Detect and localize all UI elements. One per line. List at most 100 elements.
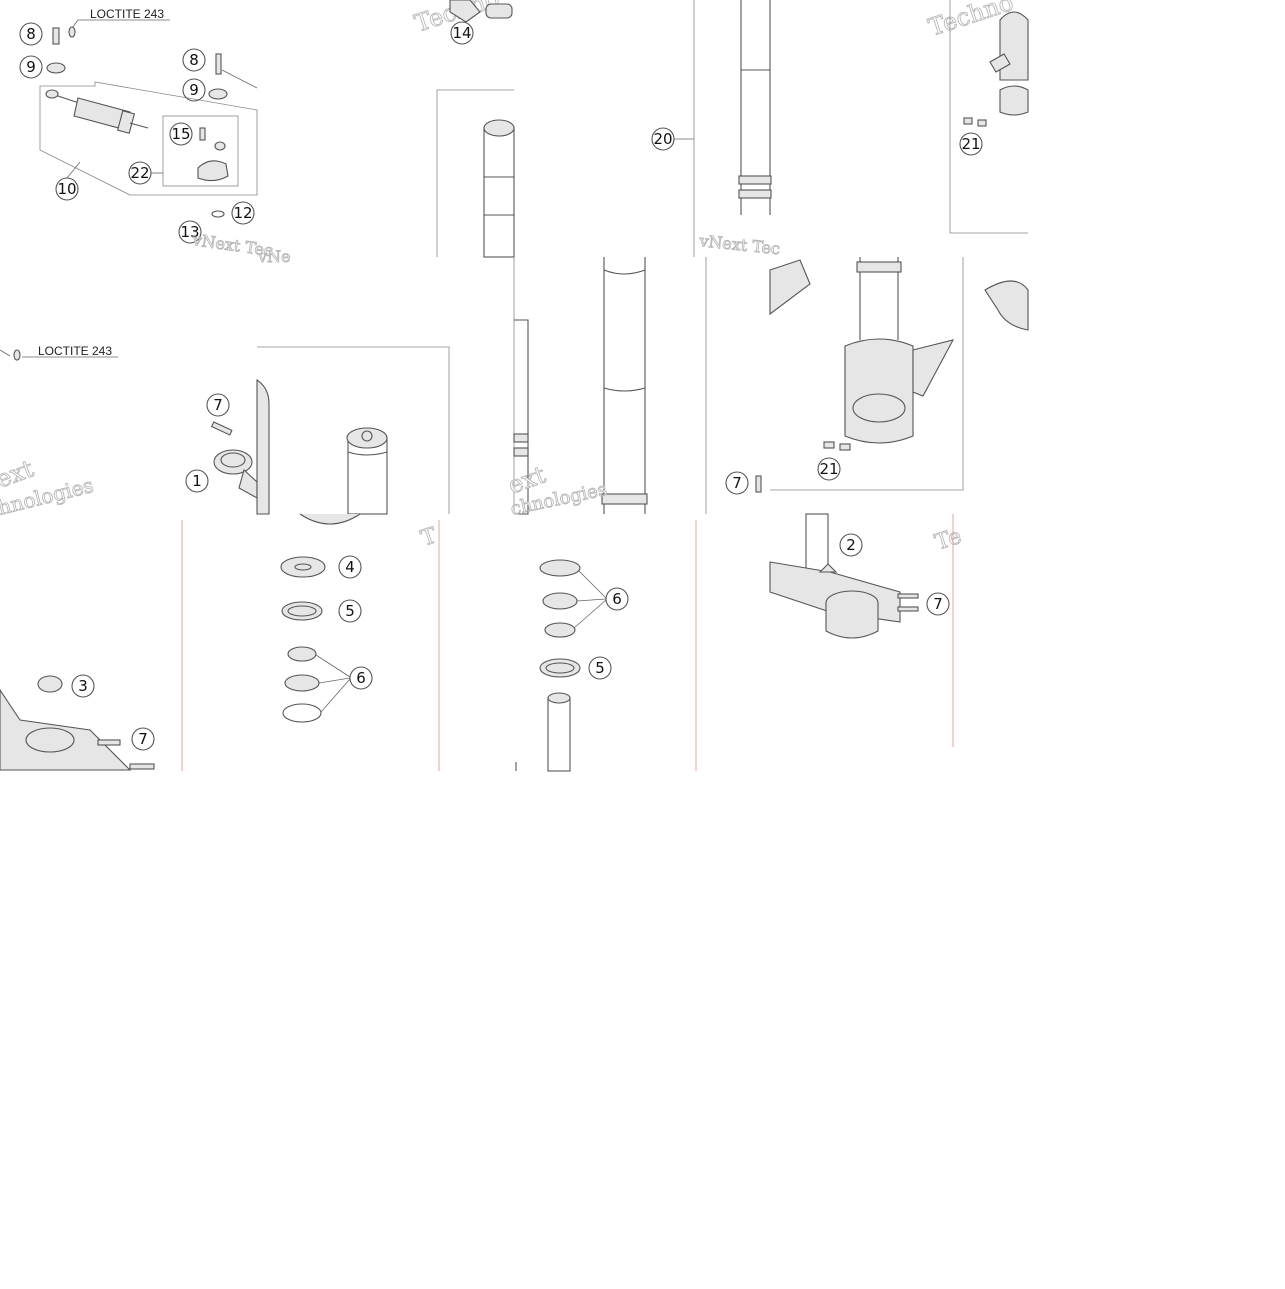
screw-15 bbox=[199, 127, 206, 141]
callout-6: 6 bbox=[349, 666, 373, 690]
screw-21d bbox=[839, 443, 851, 451]
fork-cap-e-nut bbox=[361, 430, 373, 442]
callout-4-circle bbox=[338, 555, 362, 579]
callout-1-text: 1 bbox=[192, 472, 202, 490]
screw-21a bbox=[963, 117, 973, 125]
callout-9b-circle bbox=[182, 78, 206, 102]
screw-21c bbox=[823, 441, 835, 449]
fork-seal-f2 bbox=[513, 447, 529, 457]
callout-13: 13 bbox=[178, 220, 202, 244]
callout-6b-leader-b bbox=[576, 598, 607, 602]
callout-21: 21 bbox=[959, 132, 983, 156]
tile-fork-foot-21: 21 7 bbox=[705, 257, 1029, 514]
callout-14-circle bbox=[450, 21, 474, 45]
callout-5b-text: 5 bbox=[595, 659, 605, 677]
fork-band-g0 bbox=[603, 269, 646, 275]
callout-7b-circle bbox=[725, 471, 749, 495]
callout-4-text: 4 bbox=[345, 558, 355, 576]
clamp-2-collar bbox=[825, 603, 879, 639]
callout-13-text: 13 bbox=[180, 223, 199, 241]
tile-fork-tubes: ext chnologies bbox=[504, 257, 648, 520]
callout-4: 4 bbox=[338, 555, 362, 579]
fork-axle-h bbox=[852, 393, 906, 423]
callout-6-circle bbox=[349, 666, 373, 690]
callout-9b: 9 bbox=[182, 78, 206, 102]
callout-15: 15 bbox=[169, 122, 193, 146]
bearing-6a bbox=[287, 646, 317, 662]
washer-4 bbox=[280, 556, 326, 578]
callout-21b: 21 bbox=[817, 457, 841, 481]
callout-15-text: 15 bbox=[171, 125, 190, 143]
tile-bearings-4-5-6: 4 5 6 T bbox=[280, 513, 441, 771]
callout-7a-text: 7 bbox=[213, 396, 223, 414]
callout-7d-circle bbox=[926, 592, 950, 616]
bearing-6e bbox=[542, 592, 578, 610]
callout-6-text: 6 bbox=[356, 669, 366, 687]
callout-8: 8 bbox=[19, 22, 43, 46]
callout-21-circle bbox=[959, 132, 983, 156]
callout-22-text: 22 bbox=[130, 164, 149, 182]
callout-6b-circle bbox=[605, 587, 629, 611]
lower-clamp-bore bbox=[25, 727, 75, 753]
damper-frame bbox=[39, 81, 258, 196]
fork-frame-b bbox=[436, 89, 514, 257]
lower-clamp-body bbox=[0, 689, 132, 771]
bracket-14 bbox=[449, 0, 481, 23]
callout-7a-circle bbox=[206, 393, 230, 417]
seal-5 bbox=[281, 601, 323, 621]
tile-bearings-steering-stem: 6 5 bbox=[515, 520, 697, 772]
fork-cap-edge bbox=[256, 378, 270, 515]
tile-fork-leg-20: 20 vNext Tec bbox=[651, 0, 782, 259]
callout-8b: 8 bbox=[182, 48, 206, 72]
washer-4-hole bbox=[294, 563, 312, 571]
callout-21b-circle bbox=[817, 457, 841, 481]
tile-fork-bottom-21: Techno 21 bbox=[925, 0, 1029, 234]
fork-cap-e-seat bbox=[347, 451, 388, 456]
bolt-7c bbox=[97, 739, 121, 746]
bracket-14-foot bbox=[485, 3, 513, 19]
callout-20: 20 bbox=[651, 127, 675, 151]
tile-lower-left: LOCTITE 243 ext hnologies 7 1 bbox=[0, 344, 258, 520]
seal-5b-inner bbox=[545, 662, 575, 674]
fork-seal-f1 bbox=[513, 433, 529, 443]
callout-15-circle bbox=[169, 122, 193, 146]
washer-9b bbox=[208, 88, 228, 100]
callout-7a: 7 bbox=[206, 393, 230, 417]
watermark-t-a: T bbox=[418, 523, 440, 551]
callout-10-text: 10 bbox=[57, 180, 76, 198]
callout-9-text: 9 bbox=[26, 58, 36, 76]
callout-6-leader-b bbox=[318, 677, 351, 684]
callout-6b-text: 6 bbox=[612, 590, 622, 608]
fork-leg-h-guard bbox=[912, 339, 955, 397]
callout-3: 3 bbox=[71, 674, 95, 698]
callout-12-circle bbox=[231, 201, 255, 225]
callout-5-text: 5 bbox=[345, 602, 355, 620]
stem-tube-2 bbox=[805, 513, 829, 575]
callout-9b-text: 9 bbox=[189, 81, 199, 99]
bearing-6d bbox=[539, 559, 581, 577]
loctite-leader-b bbox=[0, 349, 11, 357]
watermark-vnext-c: vNext Tec bbox=[698, 231, 781, 258]
bolt-8b-leader bbox=[221, 69, 258, 89]
tile-fork-cap: vNe bbox=[256, 247, 450, 515]
seal-5b bbox=[539, 658, 581, 678]
callout-21-text: 21 bbox=[961, 135, 980, 153]
damper-shaft bbox=[129, 122, 149, 129]
bolt-7d bbox=[129, 763, 155, 770]
fork-seal-g1 bbox=[601, 493, 648, 505]
loctite-drop-b bbox=[13, 349, 21, 361]
callout-7c-circle bbox=[131, 727, 155, 751]
callout-7c: 7 bbox=[131, 727, 155, 751]
tile-top-clamp-upper: Techno 14 bbox=[411, 0, 515, 258]
steering-stem-top bbox=[547, 692, 571, 704]
bolt-7f bbox=[897, 606, 919, 612]
callout-6-leader-c bbox=[320, 678, 351, 713]
callout-2-circle bbox=[839, 533, 863, 557]
fork-seal-c1 bbox=[738, 175, 772, 185]
callout-7d: 7 bbox=[926, 592, 950, 616]
washer-12 bbox=[211, 210, 225, 218]
callout-9: 9 bbox=[19, 55, 43, 79]
callout-7d-text: 7 bbox=[933, 595, 943, 613]
triple-clamp-1-arm bbox=[238, 468, 258, 499]
callout-8-circle bbox=[19, 22, 43, 46]
